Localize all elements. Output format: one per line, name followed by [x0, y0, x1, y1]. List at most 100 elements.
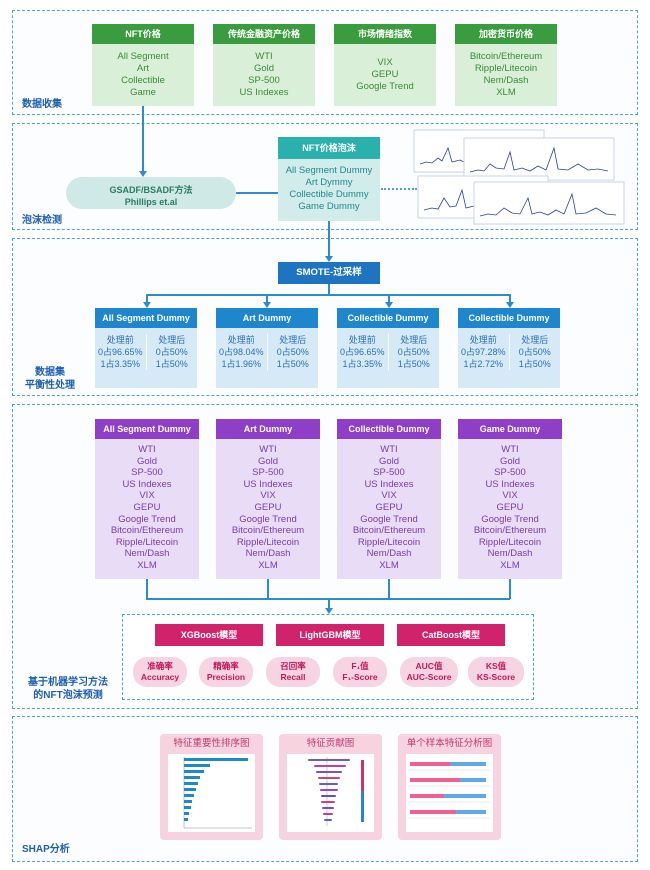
beeswarm-icon — [308, 757, 364, 826]
feature-item: Nem/Dash — [124, 548, 170, 560]
force-plot-icon — [408, 762, 490, 819]
before-one: 1占3.35% — [342, 359, 383, 369]
feature-card-2-items: WTI Gold SP-500 US Indexes VIX GEPU Goog… — [216, 439, 320, 572]
after-label: 处理后 — [279, 335, 307, 345]
shap-importance-plot — [168, 754, 255, 832]
bubble-card-title: NFT价格泡沫 — [278, 137, 380, 159]
metric-recall: 召回率 Recall — [266, 657, 320, 687]
metric-cn: F₁值 — [351, 661, 369, 671]
model-xgboost: XGBoost模型 — [155, 624, 263, 646]
feature-item: US Indexes — [122, 478, 172, 490]
feature-item: SP-500 — [131, 467, 163, 479]
feature-card-3-items: WTI Gold SP-500 US Indexes VIX GEPU Goog… — [337, 439, 441, 572]
before-col: 处理前 0占96.65% 1占3.35% — [95, 334, 147, 370]
feature-card-2-title: Art Dummy — [216, 419, 320, 439]
metric-precision: 精确率 Precision — [199, 657, 253, 687]
balance-card-4: Collectible Dummy 处理前 0占97.28% 1占2.72% 处… — [458, 308, 560, 388]
feature-item: GEPU — [375, 501, 403, 513]
feature-card-3-title: Collectible Dummy — [337, 419, 441, 439]
before-zero: 0占96.65% — [339, 347, 385, 357]
data-card-sentiment: 市场情绪指数 VIX GEPU Google Trend — [334, 24, 436, 106]
after-col: 处理后 0占50% 1占50% — [147, 334, 198, 370]
arrow-down-icon — [263, 302, 271, 308]
method-pill: GSADF/BSADF方法 Phillips et.al — [66, 177, 236, 209]
feature-item: Google Trend — [481, 513, 539, 525]
before-zero: 0占98.04% — [218, 347, 264, 357]
feature-item: Gold — [499, 455, 521, 467]
feature-card-1: All Segment Dummy WTI Gold SP-500 US Ind… — [95, 419, 199, 579]
after-one: 1占50% — [276, 359, 309, 369]
feature-item: Bitcoin/Ethereum — [352, 525, 426, 537]
before-one: 1占1.96% — [221, 359, 262, 369]
feature-item: Ripple/Litecoin — [357, 536, 421, 548]
section-label-data-collection: 数据收集 — [22, 99, 62, 110]
metric-cn: 准确率 — [147, 661, 173, 671]
data-item: Collectible — [121, 75, 165, 86]
feature-item: Gold — [378, 455, 400, 467]
feature-item: Bitcoin/Ethereum — [231, 525, 305, 537]
balance-card-4-title: Collectible Dummy — [458, 308, 560, 328]
metric-en: KS-Score — [476, 672, 516, 682]
balance-card-1: All Segment Dummy 处理前 0占96.65% 1占3.35% 处… — [95, 308, 197, 388]
feature-item: Google Trend — [360, 513, 418, 525]
balance-card-2-body: 处理前 0占98.04% 1占1.96% 处理后 0占50% 1占50% — [216, 328, 318, 370]
arrow-down-icon — [325, 608, 333, 614]
feature-item: Ripple/Litecoin — [236, 536, 300, 548]
feature-item: GEPU — [254, 501, 282, 513]
data-item: SP-500 — [248, 75, 280, 86]
arrow-down-icon — [325, 256, 333, 262]
data-card-finance-title: 传统金融资产价格 — [213, 24, 315, 44]
feature-item: US Indexes — [364, 478, 414, 490]
model-catboost: CatBoost模型 — [397, 624, 505, 646]
metric-en: Precision — [206, 672, 246, 682]
data-card-nft-items: All Segment Art Collectible Game — [92, 44, 194, 99]
method-pill-line2: Phillips et.al — [124, 197, 178, 207]
before-one: 1占2.72% — [463, 359, 504, 369]
shap-sample-plot — [406, 754, 493, 832]
after-zero: 0占50% — [518, 347, 551, 357]
after-one: 1占50% — [155, 359, 188, 369]
after-col: 处理后 0占50% 1占50% — [268, 334, 319, 370]
bubble-card: NFT价格泡沫 All Segment Dummy Art Dymmy Coll… — [278, 137, 380, 221]
data-item: XLM — [496, 87, 516, 98]
data-item: Art — [136, 63, 150, 74]
feature-card-1-items: WTI Gold SP-500 US Indexes VIX GEPU Goog… — [95, 439, 199, 572]
feature-item: Ripple/Litecoin — [478, 536, 542, 548]
feature-item: Ripple/Litecoin — [115, 536, 179, 548]
feature-item: Nem/Dash — [487, 548, 533, 560]
section-label-ml-line1: 基于机器学习方法 — [28, 677, 108, 688]
connector-merge-1 — [146, 579, 148, 599]
section-label-ml-line2: 的NFT泡沫预测 — [33, 690, 103, 701]
data-item: All Segment — [117, 51, 169, 62]
connector-merge-down — [328, 598, 330, 610]
after-label: 处理后 — [521, 335, 549, 345]
section-label-ml: 基于机器学习方法 的NFT泡沫预测 — [16, 676, 120, 702]
connector-branch-2 — [266, 294, 268, 303]
feature-item: GEPU — [496, 501, 524, 513]
method-pill-line1: GSADF/BSADF方法 — [109, 185, 193, 195]
connector-branch-3 — [388, 294, 390, 303]
feature-item: US Indexes — [485, 478, 535, 490]
connector-merge-4 — [509, 579, 511, 599]
feature-item: Gold — [257, 455, 279, 467]
balance-card-1-body: 处理前 0占96.65% 1占3.35% 处理后 0占50% 1占50% — [95, 328, 197, 370]
bubble-item: Collectible Dummy — [289, 189, 369, 200]
balance-card-3: Collectible Dummy 处理前 0占96.65% 1占3.35% 处… — [337, 308, 439, 388]
feature-card-3: Collectible Dummy WTI Gold SP-500 US Ind… — [337, 419, 441, 579]
metric-en: Accuracy — [140, 672, 180, 682]
model-lightgbm: LightGBM模型 — [276, 624, 384, 646]
after-col: 处理后 0占50% 1占50% — [510, 334, 561, 370]
feature-item: Google Trend — [118, 513, 176, 525]
after-label: 处理后 — [400, 335, 428, 345]
feature-item: XLM — [137, 559, 157, 571]
feature-item: SP-500 — [252, 467, 284, 479]
connector-merge-2 — [267, 579, 269, 599]
feature-item: Nem/Dash — [366, 548, 412, 560]
metric-ks: KS值 KS-Score — [468, 657, 524, 687]
feature-item: WTI — [501, 444, 519, 455]
arrow-down-icon — [139, 171, 147, 177]
smote-box: SMOTE-过采样 — [278, 262, 380, 284]
metric-en: Recall — [280, 672, 306, 682]
connector-smote-down — [328, 284, 330, 294]
balance-card-4-body: 处理前 0占97.28% 1占2.72% 处理后 0占50% 1占50% — [458, 328, 560, 370]
